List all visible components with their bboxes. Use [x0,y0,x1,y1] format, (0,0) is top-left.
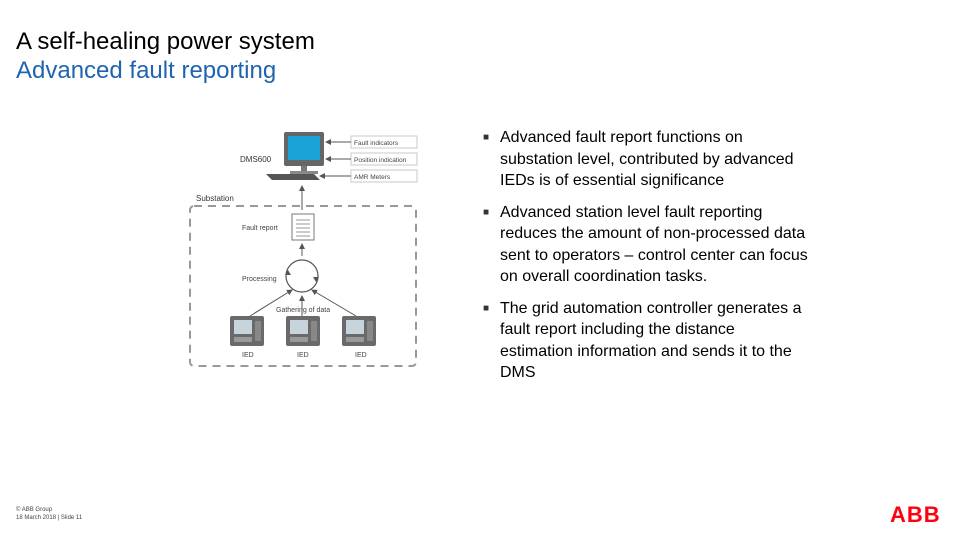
input-box-amr-meters: AMR Meters [350,169,418,183]
bullet-item: ■ Advanced fault report functions on subs… [480,127,810,192]
bullet-text: The grid automation controller generates… [500,299,802,382]
gathering-label: Gathering of data [276,307,330,314]
slide-title: A self-healing power system [16,28,315,55]
substation-label: Substation [196,194,234,203]
bullet-item: ■ The grid automation controller generate… [480,298,810,384]
bullet-text: Advanced fault report functions on subst… [500,129,794,189]
abb-logo: ABB [890,502,941,526]
ied-device-icon [286,316,320,346]
fault-report-document-icon [291,213,315,241]
dms-label: DMS600 [240,155,272,164]
processing-label: Processing [242,276,277,283]
footer-copyright: © ABB Group [16,507,53,513]
footer: © ABB Group 18 March 2018 | Slide 11 [16,506,82,522]
substation-boundary [189,205,417,367]
fault-report-label: Fault report [242,225,278,232]
bullet-square-icon: ■ [483,132,490,143]
dms-computer-icon [266,132,324,180]
ied-label: IED [242,352,254,359]
bullet-list: ■ Advanced fault report functions on subs… [480,127,810,394]
input-box-position-indication: Position indication [350,152,418,166]
input-box-fault-indicators: Fault indicators [350,135,418,149]
bullet-text: Advanced station level fault reporting r… [500,203,808,286]
logo-text: ABB [890,502,941,526]
input-label: Fault indicators [354,140,399,147]
processing-cycle-icon [285,259,319,293]
footer-date-slide: 18 March 2018 | Slide 11 [16,515,83,521]
bullet-item: ■ Advanced station level fault reporting … [480,202,810,288]
ied-label: IED [355,352,367,359]
ied-label: IED [297,352,309,359]
input-label: Position indication [354,157,407,164]
ied-device-icon [230,316,264,346]
bullet-square-icon: ■ [483,206,490,218]
fault-reporting-diagram: DMS600 Fault indicators Position indicat… [189,132,418,367]
bullet-square-icon: ■ [483,302,490,314]
input-label: AMR Meters [354,174,391,181]
slide-subtitle: Advanced fault reporting [16,57,277,84]
ied-device-icon [342,316,376,346]
